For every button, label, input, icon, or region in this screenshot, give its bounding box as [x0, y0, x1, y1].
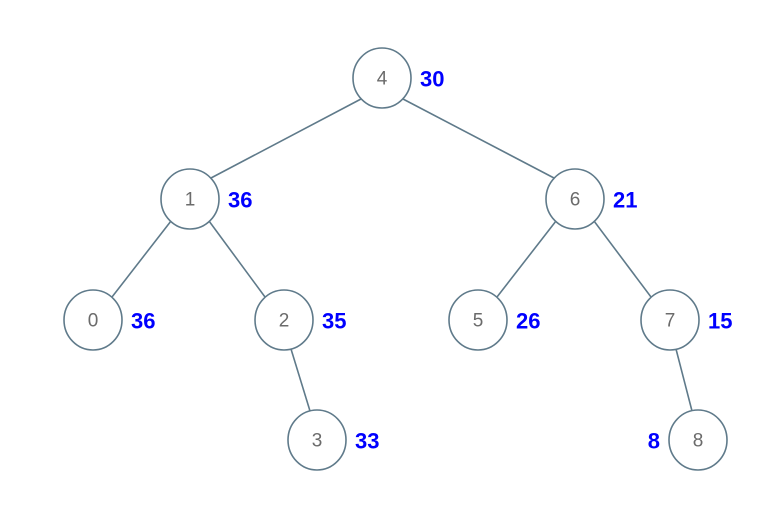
node-circle-3[interactable] — [287, 409, 347, 471]
tree-edge-1-2 — [208, 220, 266, 298]
tree-node-1[interactable]: 1 36 — [160, 168, 252, 230]
node-annotation-4: 30 — [420, 67, 444, 92]
tree-edge-4-1 — [210, 98, 362, 179]
node-label-0: 0 — [88, 311, 99, 332]
node-label-1: 1 — [185, 190, 196, 211]
tree-node-2[interactable]: 2 35 — [254, 289, 346, 351]
node-label-3: 3 — [312, 431, 323, 452]
tree-edge-7-8 — [675, 348, 693, 412]
node-annotation-1: 36 — [228, 188, 252, 213]
tree-node-4[interactable]: 4 30 — [352, 47, 444, 109]
tree-edge-2-3 — [290, 348, 311, 412]
node-label-2: 2 — [279, 311, 290, 332]
node-circle-4[interactable] — [352, 47, 412, 109]
tree-edge-6-5 — [496, 220, 557, 298]
node-label-7: 7 — [665, 311, 676, 332]
node-annotation-5: 26 — [516, 309, 540, 334]
tree-node-8[interactable]: 88 — [648, 409, 728, 471]
tree-node-0[interactable]: 0 36 — [63, 289, 155, 351]
tree-node-6[interactable]: 6 21 — [545, 168, 637, 230]
node-annotation-0: 36 — [131, 309, 155, 334]
node-annotation-7: 15 — [708, 309, 732, 334]
tree-edge-4-6 — [402, 98, 555, 179]
tree-edge-1-0 — [111, 220, 172, 298]
node-annotation-6: 21 — [613, 188, 637, 213]
node-circle-1[interactable] — [160, 168, 220, 230]
tree-node-5[interactable]: 5 26 — [448, 289, 540, 351]
node-label-8: 8 — [693, 431, 704, 452]
tree-edge-6-7 — [593, 220, 652, 298]
node-annotation-3: 33 — [355, 429, 379, 454]
tree-edges-group — [111, 98, 693, 412]
node-circle-6[interactable] — [545, 168, 605, 230]
node-circle-2[interactable] — [254, 289, 314, 351]
node-annotation-8: 8 — [648, 429, 660, 454]
node-label-4: 4 — [377, 69, 388, 90]
node-circle-5[interactable] — [448, 289, 508, 351]
node-label-6: 6 — [570, 190, 581, 211]
node-annotation-2: 35 — [322, 309, 346, 334]
tree-node-7[interactable]: 7 15 — [640, 289, 732, 351]
node-label-5: 5 — [473, 311, 484, 332]
node-circle-0[interactable] — [63, 289, 123, 351]
node-circle-7[interactable] — [640, 289, 700, 351]
node-circle-8[interactable] — [668, 409, 728, 471]
